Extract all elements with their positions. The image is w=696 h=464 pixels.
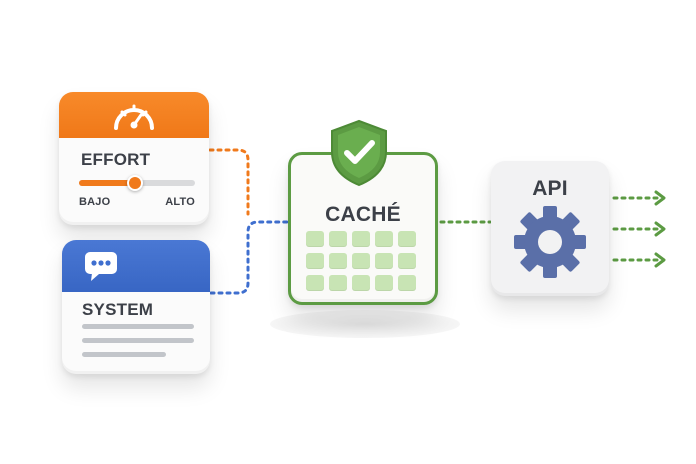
cache-cell [329,231,347,247]
effort-title: EFFORT [81,150,151,169]
effort-connector [208,148,250,216]
api-card: API [491,161,609,296]
chat-bubble-icon [85,252,117,281]
text-line [82,324,194,329]
cache-cell [398,253,416,269]
effort-high-label: ALTO [165,196,195,208]
cache-cell [375,231,393,247]
cache-grid [306,231,418,291]
system-title: SYSTEM [82,300,154,319]
effort-slider-fill [79,180,135,186]
effort-card-header [59,92,209,138]
effort-low-label: BAJO [79,196,111,208]
gear-icon [514,206,586,278]
system-card: SYSTEM [62,240,210,374]
gauge-icon [114,104,154,130]
cache-cell [329,253,347,269]
text-line [82,352,166,357]
system-connector [209,220,290,295]
cache-cell [352,231,370,247]
cache-cell [352,253,370,269]
cache-cell [306,253,324,269]
cache-cell [306,231,324,247]
cache-shadow [270,310,460,338]
cache-cell [375,275,393,291]
api-output-arrows [612,190,666,268]
effort-card: EFFORT BAJO ALTO [59,92,209,225]
cache-cell [398,275,416,291]
cache-cell [306,275,324,291]
cache-title: CACHÉ [325,203,401,226]
effort-slider[interactable] [79,175,195,191]
cache-cell [352,275,370,291]
effort-slider-knob[interactable] [126,175,143,191]
system-card-header [62,240,210,292]
cache-cell [375,253,393,269]
cache-cell [398,231,416,247]
cache-cell [329,275,347,291]
api-title: API [532,177,568,200]
text-line [82,338,194,343]
shield-check-icon [331,119,387,187]
